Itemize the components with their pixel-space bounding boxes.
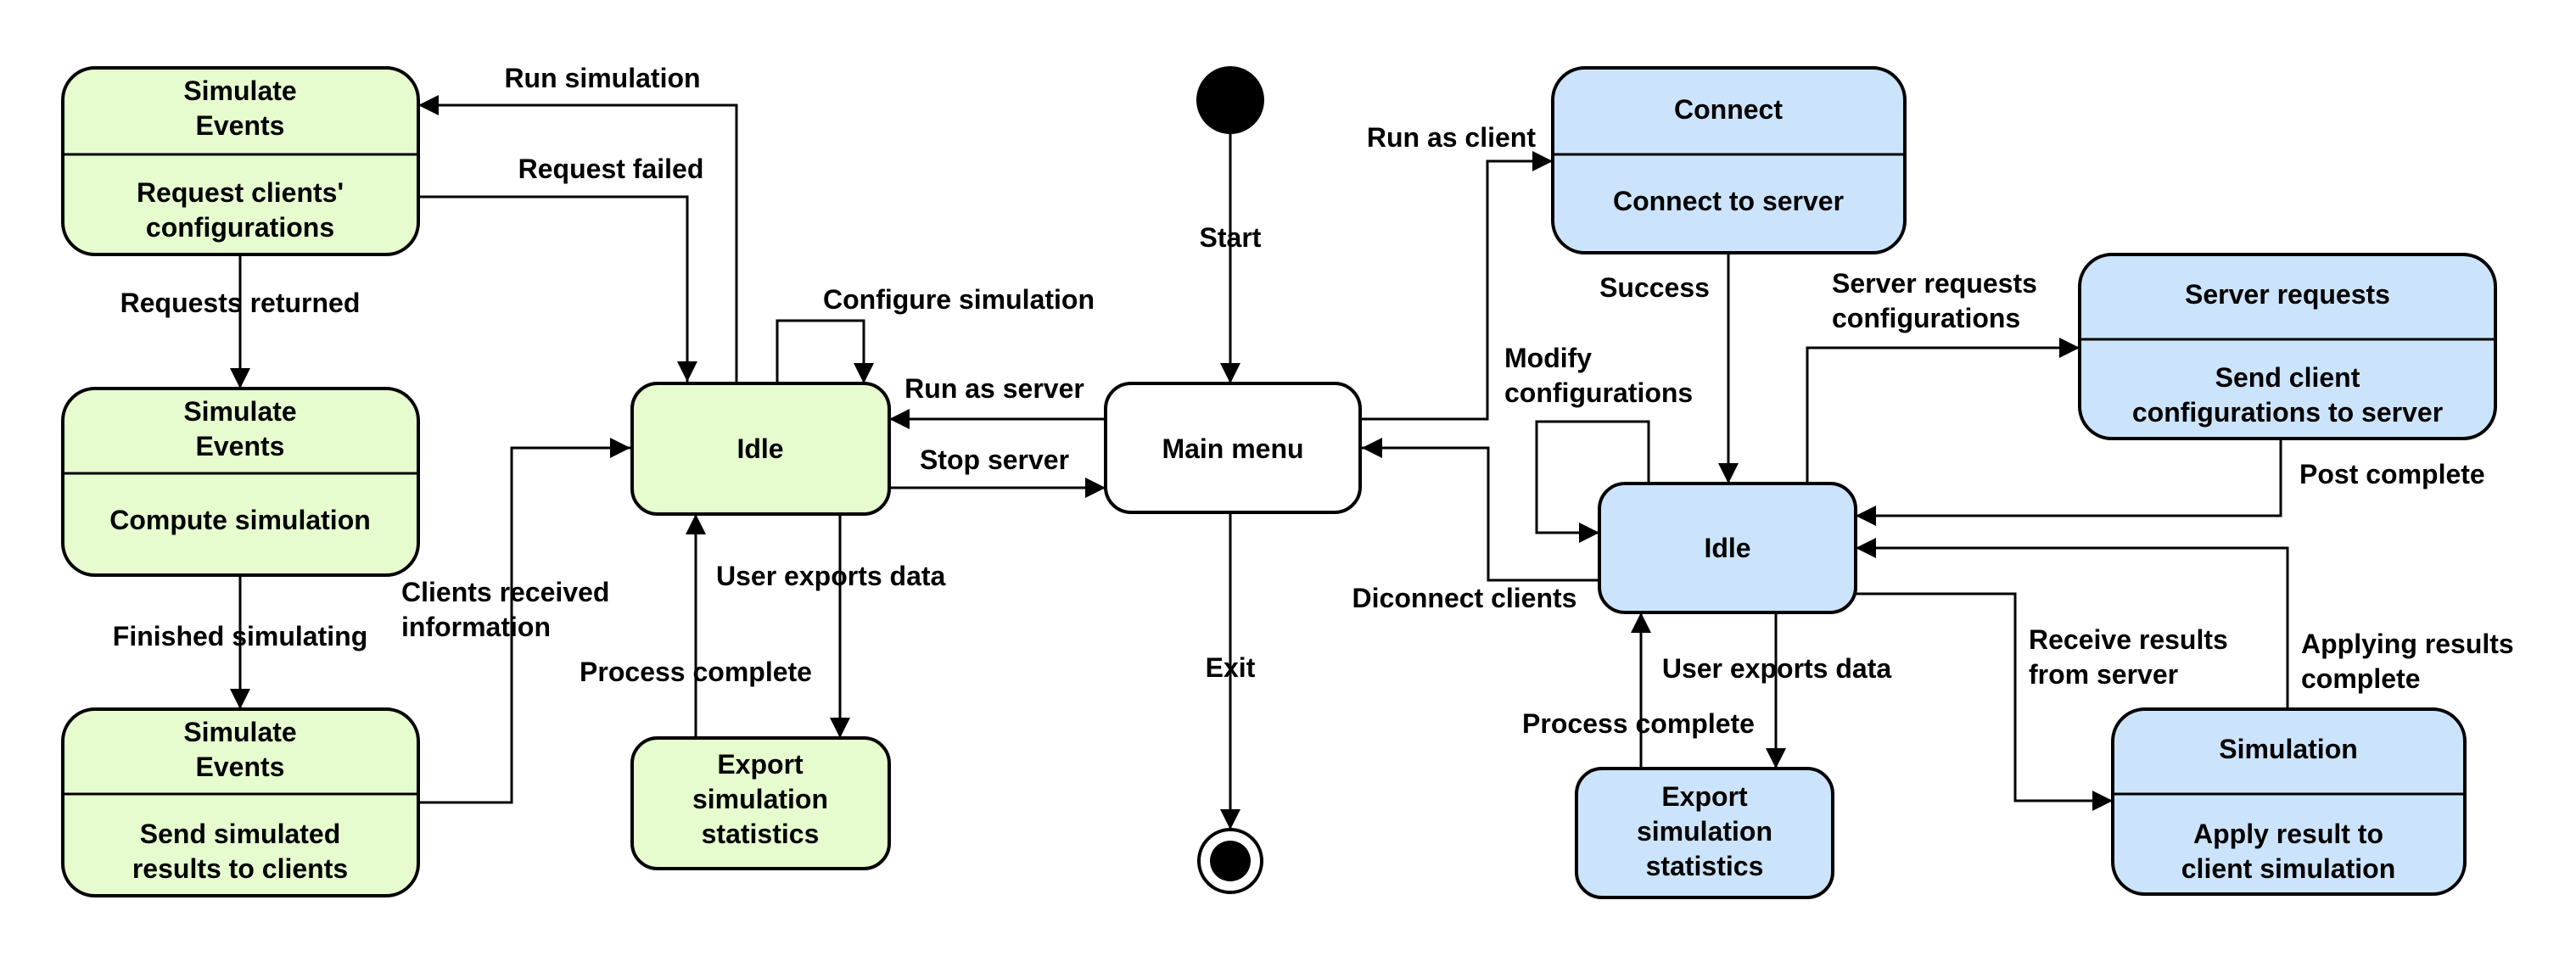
- label-post-complete: Post complete: [2299, 459, 2485, 489]
- state-label: Idle: [736, 433, 783, 464]
- state-title-line: Events: [196, 110, 285, 141]
- label-clients-received: Clients received: [401, 577, 609, 607]
- state-client-idle: Idle: [1598, 482, 1857, 614]
- state-client-export: Export simulation statistics: [1575, 767, 1834, 899]
- label-server-requests-configurations: Server requests: [1832, 268, 2037, 299]
- label-process-complete-client: Process complete: [1522, 708, 1755, 739]
- state-title-line: Simulate: [183, 717, 296, 747]
- label-configure-simulation: Configure simulation: [823, 284, 1095, 315]
- state-server-export: Export simulation statistics: [630, 736, 891, 870]
- state-label-line: statistics: [1646, 851, 1764, 881]
- state-title: Server requests: [2185, 279, 2390, 310]
- state-title: Connect: [1674, 94, 1783, 125]
- final-state: [1197, 828, 1263, 894]
- label-server-requests-configurations: configurations: [1832, 303, 2020, 333]
- state-simulate-events-request: Simulate Events Request clients' configu…: [61, 66, 420, 256]
- label-stop-server: Stop server: [920, 444, 1069, 475]
- label-start: Start: [1200, 222, 1262, 253]
- edge-post-complete: [1856, 439, 2282, 526]
- state-server-idle: Idle: [630, 382, 891, 516]
- label-receive-results: Receive results: [2029, 624, 2228, 655]
- edge-disconnect-clients: [1362, 438, 1599, 582]
- edge-request-failed: [418, 195, 697, 382]
- state-label-line: simulation: [1637, 816, 1772, 847]
- label-clients-received: information: [401, 612, 551, 642]
- label-run-simulation: Run simulation: [504, 63, 700, 93]
- initial-state: [1196, 66, 1264, 134]
- state-label-line: Export: [717, 749, 804, 780]
- state-body-line: configurations: [146, 212, 334, 243]
- state-title: Simulation: [2219, 734, 2358, 764]
- edge-modify-configurations: [1535, 420, 1650, 543]
- label-requests-returned: Requests returned: [120, 288, 361, 318]
- edge-server-requests-configurations: [1806, 338, 2080, 484]
- label-request-failed: Request failed: [518, 154, 704, 184]
- state-title-line: Simulate: [183, 396, 296, 427]
- edge-run-simulation: [418, 95, 738, 382]
- state-body-line: configurations to server: [2132, 397, 2443, 428]
- edge-run-as-client: [1360, 151, 1553, 421]
- state-server-requests: Server requests Send client configuratio…: [2078, 253, 2497, 440]
- state-title-line: Events: [196, 752, 285, 782]
- state-body-line: Apply result to: [2193, 819, 2383, 849]
- state-simulate-events-compute: Simulate Events Compute simulation: [61, 387, 420, 577]
- transition-labels: Run simulation Request failed Requests r…: [113, 63, 2514, 739]
- label-receive-results: from server: [2029, 659, 2178, 690]
- state-simulate-events-send: Simulate Events Send simulated results t…: [61, 707, 420, 897]
- state-connect: Connect Connect to server: [1551, 66, 1907, 254]
- edges: [230, 95, 2289, 830]
- state-label-line: statistics: [702, 819, 820, 849]
- state-title-line: Simulate: [183, 75, 296, 106]
- label-disconnect-clients: Diconnect clients: [1352, 583, 1577, 613]
- edge-receive-results: [1856, 592, 2113, 811]
- state-body-line: Send simulated: [140, 819, 341, 849]
- state-simulation: Simulation Apply result to client simula…: [2111, 707, 2467, 896]
- state-label-line: simulation: [692, 784, 828, 814]
- state-body-line: Compute simulation: [109, 505, 371, 535]
- label-user-exports-server: User exports data: [716, 561, 946, 591]
- state-main-menu: Main menu: [1104, 382, 1362, 514]
- state-label: Idle: [1704, 533, 1750, 563]
- label-applying-results: complete: [2301, 663, 2420, 694]
- state-body-line: Request clients': [137, 177, 344, 208]
- state-body-line: client simulation: [2181, 853, 2395, 884]
- state-body-line: Send client: [2215, 362, 2360, 393]
- state-body-line: results to clients: [132, 853, 348, 884]
- label-run-as-client: Run as client: [1367, 122, 1537, 153]
- label-modify-configurations: configurations: [1504, 377, 1693, 408]
- state-body: Connect to server: [1613, 186, 1844, 216]
- label-success: Success: [1599, 272, 1710, 303]
- edge-applying-results: [1856, 538, 2289, 709]
- label-finished-simulating: Finished simulating: [113, 621, 367, 651]
- state-label-line: Export: [1661, 781, 1748, 812]
- state-title-line: Events: [196, 431, 285, 461]
- label-modify-configurations: Modify: [1504, 343, 1592, 373]
- label-exit: Exit: [1206, 652, 1256, 683]
- label-applying-results: Applying results: [2301, 629, 2514, 659]
- edge-clients-received: [418, 438, 630, 804]
- edge-configure-simulation: [776, 319, 874, 383]
- label-run-as-server: Run as server: [904, 373, 1084, 404]
- label-user-exports-client: User exports data: [1662, 653, 1892, 684]
- label-process-complete-server: Process complete: [580, 657, 812, 687]
- state-label: Main menu: [1162, 433, 1303, 464]
